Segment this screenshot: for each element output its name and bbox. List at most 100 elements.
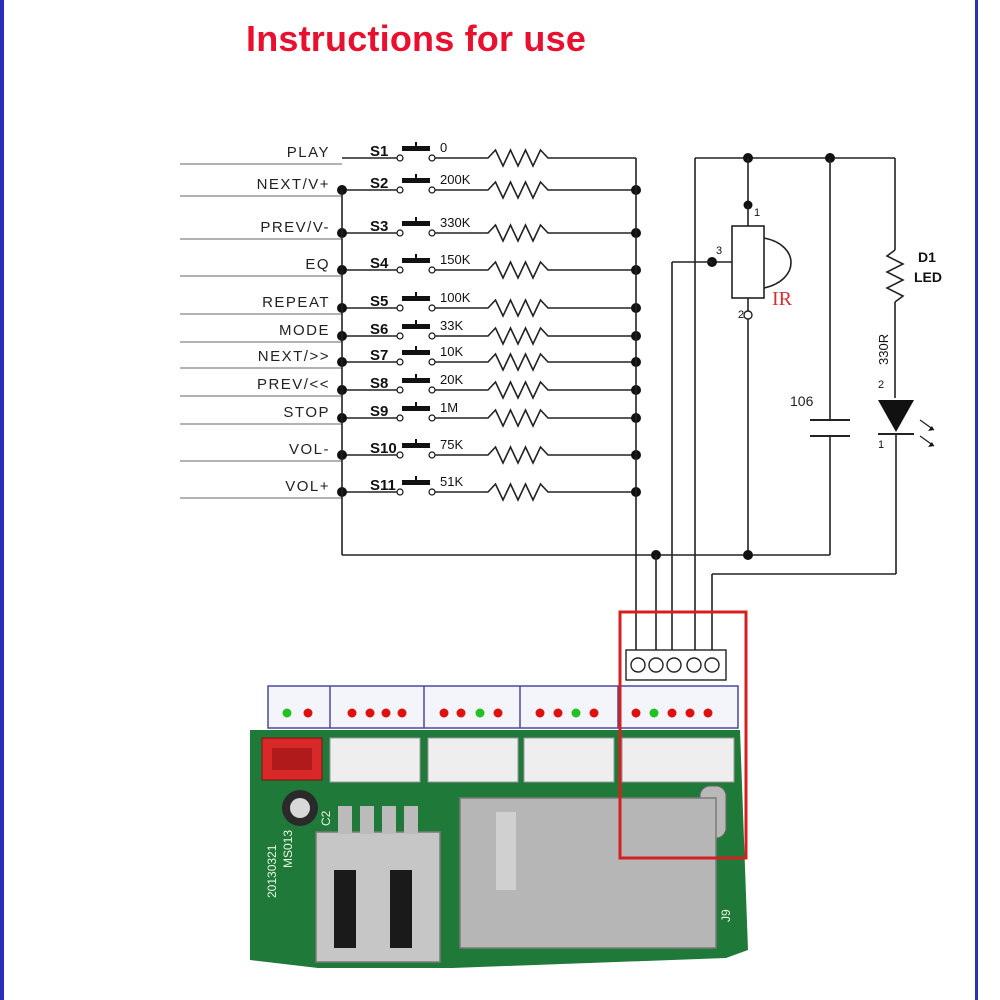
switch-contact <box>396 414 404 422</box>
resistor-symbol <box>435 326 636 346</box>
button-row: VOL- S10 75K <box>180 437 641 465</box>
resistor-symbol <box>435 223 636 243</box>
frame-border-left <box>0 0 4 1000</box>
resistor-symbol <box>435 260 636 280</box>
connector-header <box>625 649 727 681</box>
ir-pin3-label: 3 <box>716 245 722 257</box>
switch-actuator <box>402 258 430 263</box>
button-row: VOL+ S11 51K <box>180 474 641 502</box>
switch-contact <box>396 358 404 366</box>
switch-label: S8 <box>370 375 388 392</box>
button-label: VOL- <box>289 441 330 458</box>
switch-label: S6 <box>370 321 388 338</box>
switch-contact <box>396 154 404 162</box>
led-branch: D1 LED 2 1 330R <box>876 158 942 574</box>
switch-contact <box>396 488 404 496</box>
switch-actuator <box>402 324 430 329</box>
resistor-value: 0 <box>440 140 447 155</box>
button-label: NEXT/>> <box>258 348 330 365</box>
switch-contact <box>428 186 436 194</box>
switch-contact <box>428 414 436 422</box>
junction-dot <box>743 550 753 560</box>
switch-contact <box>396 451 404 459</box>
button-label: PREV/<< <box>257 376 330 393</box>
switch-actuator <box>402 221 430 226</box>
switch-label: S2 <box>370 175 388 192</box>
button-row: PREV/V- S3 330K <box>180 215 641 243</box>
switch-label: S5 <box>370 293 388 310</box>
button-label: VOL+ <box>285 478 330 495</box>
button-row: NEXT/V+ S2 200K <box>180 172 641 200</box>
switch-contact <box>428 386 436 394</box>
resistor-symbol <box>435 180 636 200</box>
switch-contact <box>396 186 404 194</box>
switch-label: S11 <box>370 477 396 494</box>
board-model: MS013 <box>281 830 295 868</box>
button-label: EQ <box>305 256 330 273</box>
resistor-symbol <box>435 482 636 502</box>
switch-contact <box>396 229 404 237</box>
button-label: PREV/V- <box>260 219 330 236</box>
pcb-board: 20130321 MS013 C2 J9 <box>250 685 748 968</box>
button-row: STOP S9 1M <box>180 400 641 428</box>
ir-pin1-label: 1 <box>754 207 760 219</box>
ir-label: IR <box>772 288 793 310</box>
capacitor-106: 106 <box>790 158 850 555</box>
switch-actuator <box>402 480 430 485</box>
switch-contact <box>428 154 436 162</box>
switch-contact <box>428 229 436 237</box>
resistor-symbol <box>435 408 636 428</box>
resistor-value: 150K <box>440 252 471 267</box>
capacitor-label: 106 <box>790 393 814 409</box>
resistor-symbol <box>435 352 636 372</box>
switch-contact <box>428 304 436 312</box>
switch-label: S9 <box>370 403 388 420</box>
switch-contact <box>396 332 404 340</box>
resistor-value: 51K <box>440 474 463 489</box>
resistor-symbol <box>435 298 636 318</box>
button-row: REPEAT S5 100K <box>180 290 641 318</box>
resistor-symbol <box>435 380 636 400</box>
led-type-label: LED <box>914 269 942 285</box>
board-date-code: 20130321 <box>265 844 279 898</box>
led-pin2-label: 2 <box>878 379 884 391</box>
switch-actuator <box>402 443 430 448</box>
switch-actuator <box>402 350 430 355</box>
switch-label: S7 <box>370 347 388 364</box>
page-title: Instructions for use <box>246 18 587 59</box>
switch-actuator <box>402 146 430 151</box>
button-label: STOP <box>283 404 330 421</box>
resistor-value: 10K <box>440 344 463 359</box>
switch-actuator <box>402 178 430 183</box>
switch-label: S3 <box>370 218 388 235</box>
switch-label: S10 <box>370 440 397 457</box>
switch-contact <box>428 488 436 496</box>
resistor-value: 330K <box>440 215 471 230</box>
resistor-symbol <box>435 148 636 168</box>
resistor-value: 200K <box>440 172 471 187</box>
resistor-value: 100K <box>440 290 471 305</box>
resistor-value: 75K <box>440 437 463 452</box>
led-resistor-label: 330R <box>876 334 891 365</box>
switch-label: S4 <box>370 255 389 272</box>
button-row: NEXT/>> S7 10K <box>180 344 641 372</box>
switch-actuator <box>402 378 430 383</box>
switch-contact <box>428 451 436 459</box>
resistor-value: 1M <box>440 400 458 415</box>
resistor-symbol <box>435 445 636 465</box>
resistor-value: 33K <box>440 318 463 333</box>
board-c2-label: C2 <box>319 810 333 826</box>
frame-border-right <box>975 0 978 1000</box>
button-row: EQ S4 150K <box>180 252 641 280</box>
button-label: REPEAT <box>262 294 330 311</box>
led-name-label: D1 <box>918 249 936 265</box>
switch-contact <box>428 266 436 274</box>
button-label: NEXT/V+ <box>257 176 330 193</box>
board-j9-label: J9 <box>719 909 733 922</box>
